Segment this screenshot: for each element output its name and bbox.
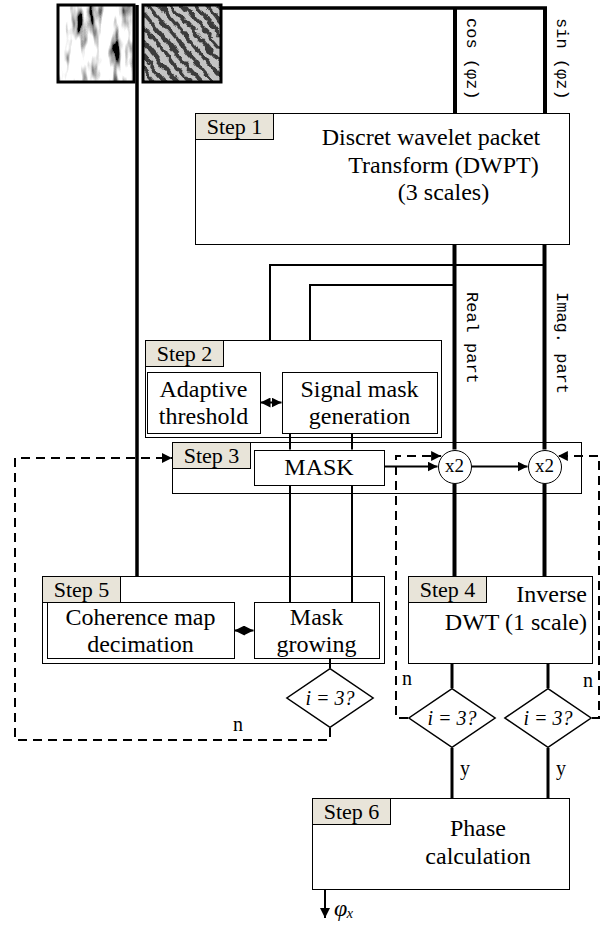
flow-connector bbox=[543, 245, 547, 450]
output-name: φₓ bbox=[334, 894, 354, 922]
image-frame bbox=[143, 5, 221, 82]
node-text: x2 bbox=[535, 456, 554, 477]
multiplier-circle: x2 bbox=[528, 450, 562, 484]
node-text: Signal mask generation bbox=[283, 376, 437, 429]
step-label: Step 5 bbox=[43, 577, 121, 603]
signal-name: sin (φz) bbox=[551, 18, 571, 100]
node-text: MASK bbox=[284, 454, 353, 480]
node-text: Adaptive threshold bbox=[148, 376, 260, 429]
process-text: Inverse DWT (1 scale) bbox=[413, 581, 587, 636]
fringe-image bbox=[143, 5, 221, 82]
flow-connector bbox=[385, 466, 438, 468]
node-text: i = 3? bbox=[305, 687, 354, 709]
flow-connector bbox=[547, 664, 550, 688]
flow-connector bbox=[451, 748, 454, 798]
step-label: Step 3 bbox=[173, 443, 251, 469]
decision-diamond: i = 3? bbox=[286, 668, 374, 728]
loop-connector bbox=[15, 458, 330, 740]
flow-connector bbox=[261, 402, 282, 404]
signal-name: cos (φz) bbox=[461, 18, 481, 100]
decision-diamond: i = 3? bbox=[408, 688, 496, 748]
signal-wire bbox=[221, 6, 547, 10]
diamond-outline bbox=[287, 669, 373, 728]
process-box: Step 1 Discret wavelet packet Transform (… bbox=[195, 113, 570, 245]
node-text: Mask growing bbox=[255, 604, 379, 657]
diamond-outline bbox=[409, 689, 495, 748]
signal-wire bbox=[453, 8, 457, 113]
edge-label: y bbox=[555, 758, 567, 778]
node-text: Coherence map decimation bbox=[48, 604, 234, 657]
multiplier-circle: x2 bbox=[438, 450, 472, 484]
process-box: Signal mask generation bbox=[282, 372, 438, 434]
node-text: x2 bbox=[445, 456, 464, 477]
flow-connector bbox=[547, 748, 550, 798]
edge-label: Real part bbox=[461, 292, 481, 384]
edge-label: y bbox=[459, 758, 471, 778]
step-label: Step 6 bbox=[313, 799, 391, 825]
flow-connector bbox=[543, 484, 547, 577]
process-box: Step 4Inverse DWT (1 scale) bbox=[408, 576, 593, 664]
process-text: Discret wavelet packet Transform (DWPT) … bbox=[341, 124, 546, 207]
edge-label: n bbox=[401, 668, 413, 688]
coherence-map-image bbox=[58, 5, 134, 82]
edge-label: n bbox=[582, 670, 594, 690]
process-group: Step 3 MASK x2 x2 bbox=[172, 442, 582, 494]
flow-connector bbox=[472, 466, 528, 468]
process-box: Mask growing bbox=[254, 602, 380, 659]
mask-box: MASK bbox=[254, 450, 385, 486]
edge-label: n bbox=[232, 714, 244, 734]
signal-wire bbox=[135, 5, 139, 576]
flow-connector bbox=[453, 484, 457, 577]
node-text: i = 3? bbox=[427, 707, 476, 729]
fringe-pattern bbox=[143, 5, 221, 82]
flow-connector bbox=[289, 486, 291, 603]
process-group: Step 2 Adaptive threshold Signal mask gene… bbox=[145, 340, 442, 438]
node-text: i = 3? bbox=[523, 707, 572, 729]
step-label: Step 2 bbox=[146, 341, 224, 367]
process-group: Step 5Coherence map decimation Mask growi… bbox=[42, 576, 385, 664]
signal-wire bbox=[543, 8, 547, 113]
decision-diamond: i = 3? bbox=[504, 688, 592, 748]
step-label: Step 4 bbox=[409, 577, 487, 603]
image-frame bbox=[58, 5, 134, 82]
step-label: Step 1 bbox=[196, 114, 274, 140]
process-text: Phase calculation bbox=[403, 815, 553, 870]
flow-connector bbox=[310, 245, 455, 340]
edge-label: Imag. part bbox=[551, 292, 571, 394]
flow-connector bbox=[451, 664, 454, 688]
process-box: Step 6 Phase calculation bbox=[312, 798, 570, 890]
flow-connector bbox=[351, 486, 353, 603]
process-box: Adaptive threshold bbox=[147, 372, 261, 434]
process-box: Coherence map decimation bbox=[47, 602, 235, 659]
flow-connector bbox=[270, 245, 545, 340]
flow-connector bbox=[235, 630, 254, 632]
diamond-outline bbox=[505, 689, 591, 748]
output-arrow bbox=[324, 890, 326, 918]
